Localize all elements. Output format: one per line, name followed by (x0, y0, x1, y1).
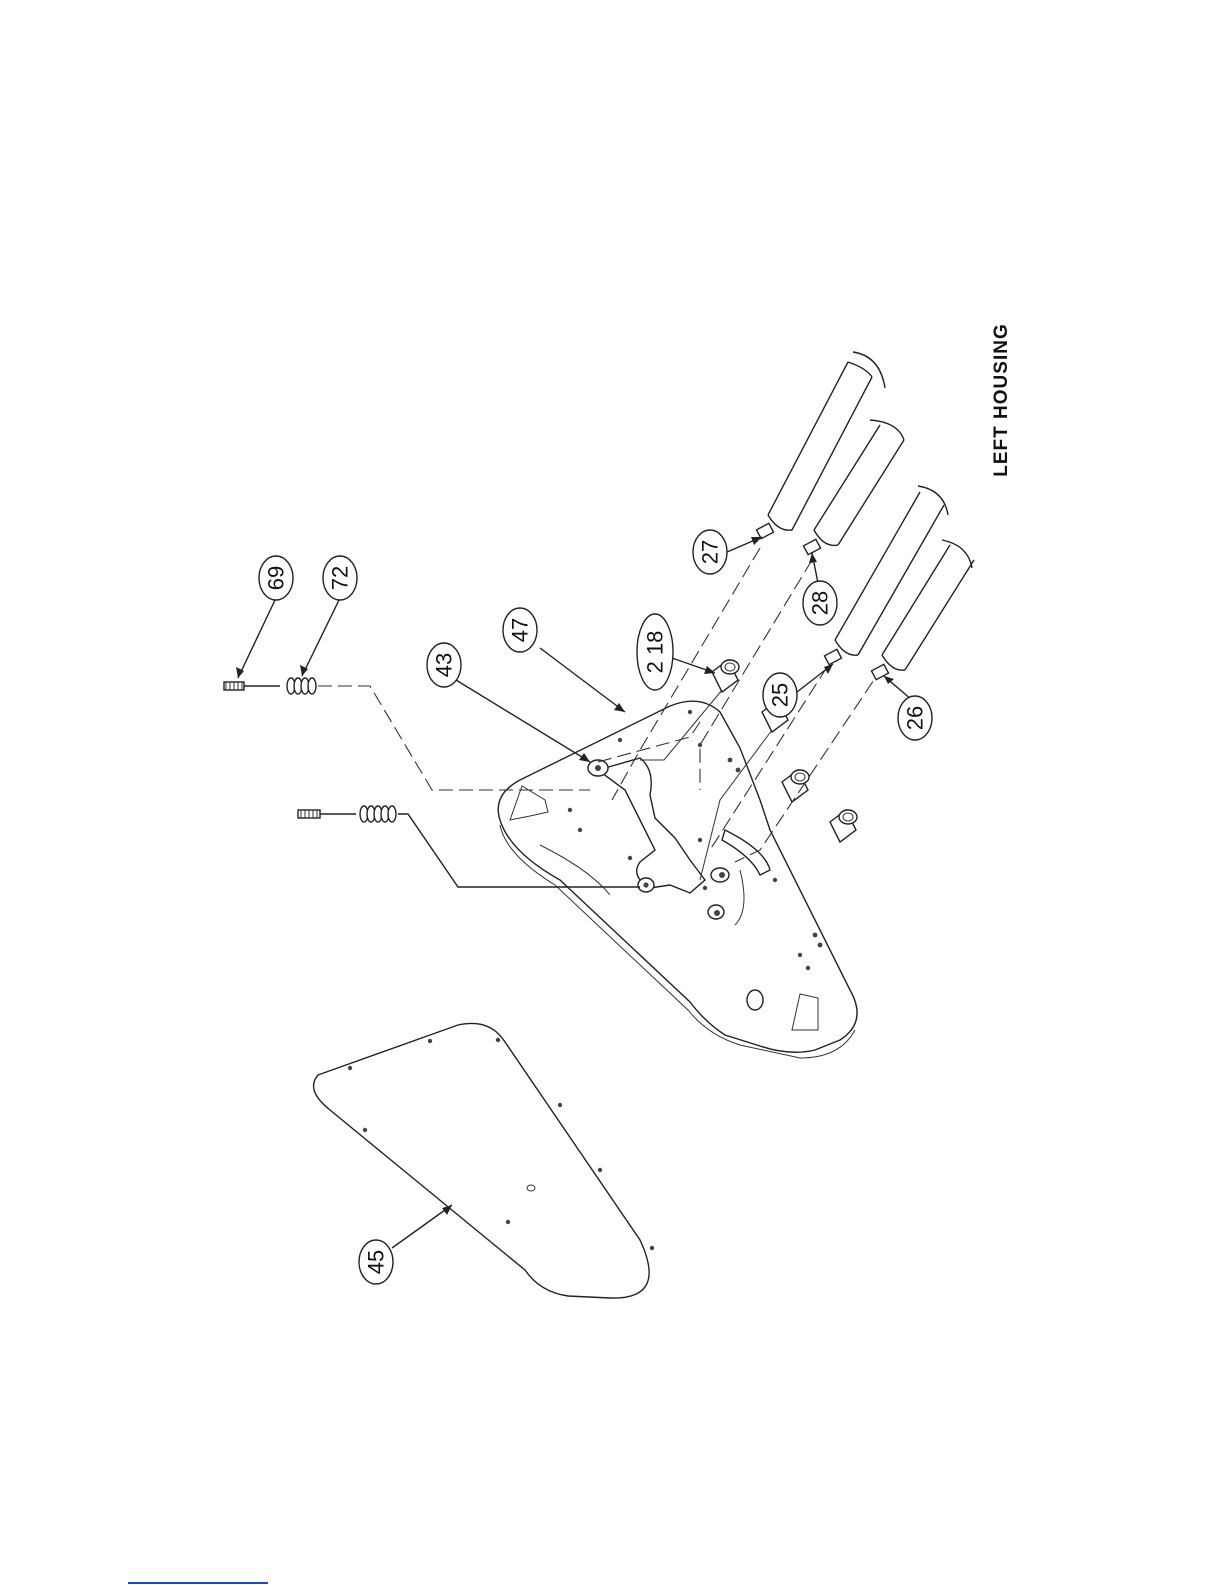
svg-text:47: 47 (508, 618, 533, 642)
screw-part-69 (224, 682, 280, 690)
svg-text:25: 25 (768, 683, 793, 707)
callout-28: 28 (803, 581, 837, 625)
tube-part-25 (824, 486, 948, 665)
svg-text:43: 43 (432, 653, 457, 677)
svg-text:72: 72 (328, 566, 353, 590)
footer-link-underline (128, 1582, 268, 1584)
diagram-title: LEFT HOUSING (991, 323, 1012, 476)
callout-72: 72 (323, 556, 357, 600)
spring-part-72 (287, 678, 316, 694)
tube-part-26 (871, 540, 974, 680)
svg-text:26: 26 (903, 706, 928, 730)
svg-text:28: 28 (808, 591, 833, 615)
bushing-4 (830, 810, 857, 842)
svg-text:LEFT HOUSING: LEFT HOUSING (991, 323, 1012, 476)
svg-text:69: 69 (264, 566, 289, 590)
assembly-lines (318, 686, 700, 887)
callout-43: 43 (427, 643, 461, 687)
callout-45: 45 (359, 1240, 393, 1284)
tube-part-28 (803, 420, 904, 555)
callout-69: 69 (259, 556, 293, 600)
callout-26: 26 (898, 696, 932, 740)
callout-2-18: 2 18 (637, 614, 673, 690)
left-housing-part-47 (498, 701, 857, 1058)
svg-text:45: 45 (364, 1250, 389, 1274)
callout-25: 25 (763, 673, 797, 717)
svg-text:27: 27 (698, 540, 723, 564)
tube-part-27 (756, 352, 885, 539)
screw-spring-pair-2 (298, 806, 396, 822)
svg-text:2 18: 2 18 (643, 631, 668, 674)
bushing-3 (782, 770, 809, 802)
callout-47: 47 (503, 608, 537, 652)
callout-27: 27 (693, 530, 727, 574)
